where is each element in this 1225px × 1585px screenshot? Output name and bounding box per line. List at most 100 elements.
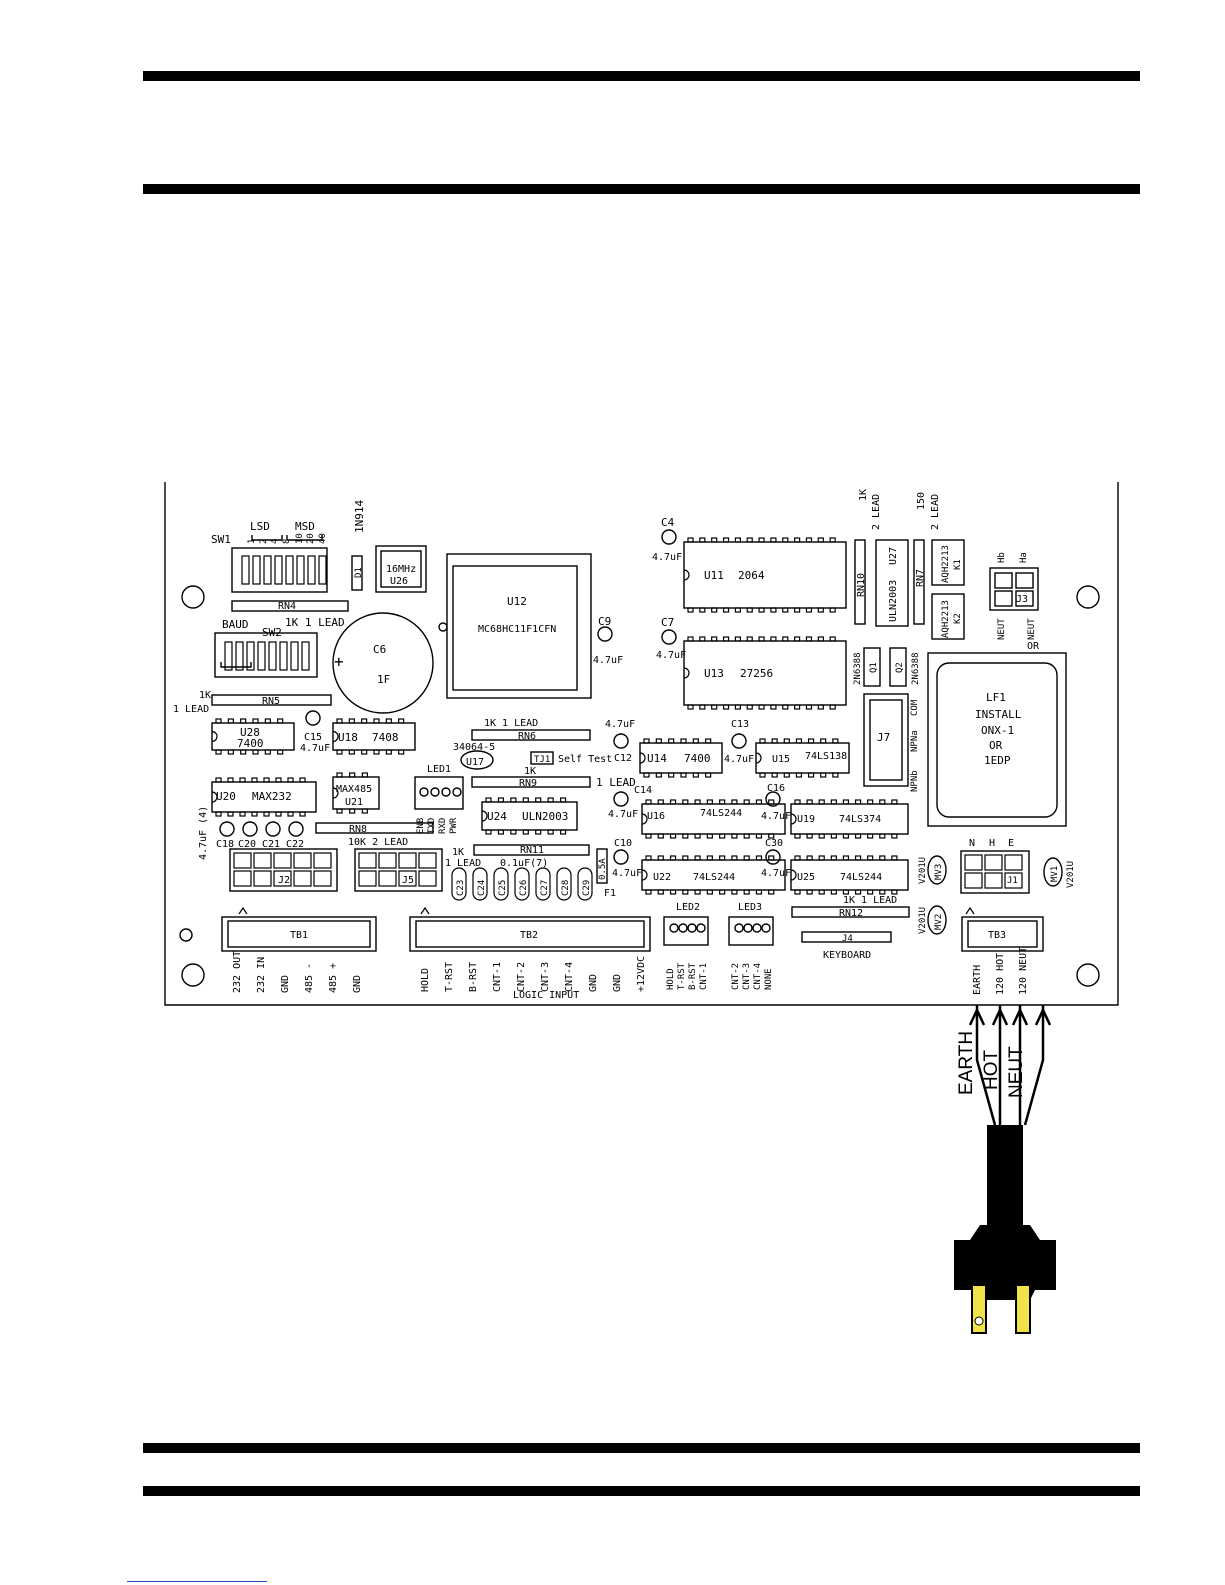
chip-pin <box>687 704 694 710</box>
j1-connector <box>960 850 1030 894</box>
rn9-lead: 1 LEAD <box>596 776 636 789</box>
chip-pin <box>768 833 775 839</box>
chip-pin <box>794 607 801 613</box>
rn4-label: RN4 <box>278 601 296 612</box>
chip-pin <box>705 772 712 778</box>
tb1-pin-label: 485 + <box>328 963 339 993</box>
prong-hole <box>974 1316 984 1326</box>
chip-pin <box>336 772 343 778</box>
ceramic-capacitor-label: C23 <box>456 880 466 896</box>
chip-pin <box>535 829 542 835</box>
rn9-value: 1K <box>524 766 536 777</box>
rn11-resistor <box>473 844 590 856</box>
q2-part: 2N6388 <box>911 652 921 685</box>
chip-pin <box>734 704 741 710</box>
c12-capacitor <box>613 733 629 749</box>
sw1-bracket <box>251 535 323 541</box>
chip-pin <box>680 772 687 778</box>
chip-pin <box>805 636 813 642</box>
switch-toggle <box>296 555 305 585</box>
rn10-resistor <box>854 539 866 625</box>
u14-label: U14 <box>647 752 667 765</box>
rn5-value: 1K <box>199 690 211 701</box>
tb2-pin-label: GND <box>612 974 623 992</box>
rn6-label: RN6 <box>518 731 536 742</box>
mv2-varistor <box>927 905 947 935</box>
c15-capacitor <box>305 710 321 726</box>
chip-pin <box>535 797 542 803</box>
chip-pin <box>348 718 355 724</box>
sw1-bit-label: 1 <box>247 539 257 544</box>
chip-pin <box>758 704 765 710</box>
ceramic-capacitor-label: C27 <box>540 880 550 896</box>
c15-label: C15 <box>304 732 322 743</box>
rn9-resistor <box>471 776 591 788</box>
chip-pin <box>867 833 874 839</box>
sw1-switch <box>231 547 328 593</box>
chip-pin <box>485 829 492 835</box>
chip-pin <box>805 704 813 710</box>
led3-label: LED3 <box>738 902 762 913</box>
chip-pin <box>734 537 741 543</box>
chip-pin <box>227 749 234 755</box>
chip-pin <box>361 749 368 755</box>
chip-pin <box>743 889 750 895</box>
chip-pin <box>891 855 898 861</box>
chip-pin <box>891 889 898 895</box>
ceramic-capacitor <box>451 867 467 901</box>
sw2-label: SW2 <box>262 626 282 639</box>
connector-cell <box>1004 854 1023 871</box>
chip-pin <box>731 799 738 805</box>
chip-notch <box>332 730 339 743</box>
chip-pin <box>817 636 824 642</box>
u11-part: 2064 <box>738 569 765 582</box>
switch-toggle <box>318 555 327 585</box>
u19-part: 74LS374 <box>839 814 881 825</box>
c13-value: 4.7uF <box>724 754 754 765</box>
chip-pin <box>879 833 886 839</box>
chip-pin <box>694 855 701 861</box>
d1-label: D1 <box>354 567 364 578</box>
chip-pin <box>832 772 839 778</box>
chip-pin <box>694 799 701 805</box>
q1-part: 2N6388 <box>853 652 863 685</box>
chip-pin <box>770 537 777 543</box>
msd-label: MSD <box>295 520 315 533</box>
u17-sensor <box>460 750 494 770</box>
led3-pin-label: CNT-3 <box>742 963 752 990</box>
chip-pin <box>891 833 898 839</box>
f1-label: F1 <box>604 888 616 899</box>
chip-pin <box>699 636 706 642</box>
chip-pin <box>854 855 862 861</box>
chip-pin <box>830 833 837 839</box>
chip-pin <box>361 772 368 778</box>
j7-connector <box>863 693 909 787</box>
u13-part: 27256 <box>740 667 773 680</box>
chip-pin <box>657 855 664 861</box>
chip-pin <box>692 772 699 778</box>
chip-pin <box>669 889 677 895</box>
chip-pin <box>336 749 343 755</box>
chip-pin <box>645 799 652 805</box>
chip-pin <box>829 704 836 710</box>
connector-cell <box>358 852 377 869</box>
c15-value: 4.7uF <box>300 743 330 754</box>
chip-pin <box>782 607 789 613</box>
chip-pin <box>734 607 741 613</box>
chip-pin <box>348 749 355 755</box>
tj1-jumper <box>530 751 554 765</box>
chip-pin <box>287 811 294 817</box>
chip-pin <box>263 811 270 817</box>
c22-capacitor <box>288 821 304 837</box>
u24-label: U24 <box>487 810 507 823</box>
top-rule-2 <box>143 184 1140 194</box>
chip-pin <box>719 833 726 839</box>
switch-toggle <box>290 641 299 671</box>
c7-capacitor <box>661 629 677 645</box>
wire-arrows <box>968 1007 1052 1026</box>
chip-pin <box>227 777 234 783</box>
mounting-hole <box>181 585 205 609</box>
chip-pin <box>682 799 689 805</box>
chip-pin <box>680 738 687 744</box>
